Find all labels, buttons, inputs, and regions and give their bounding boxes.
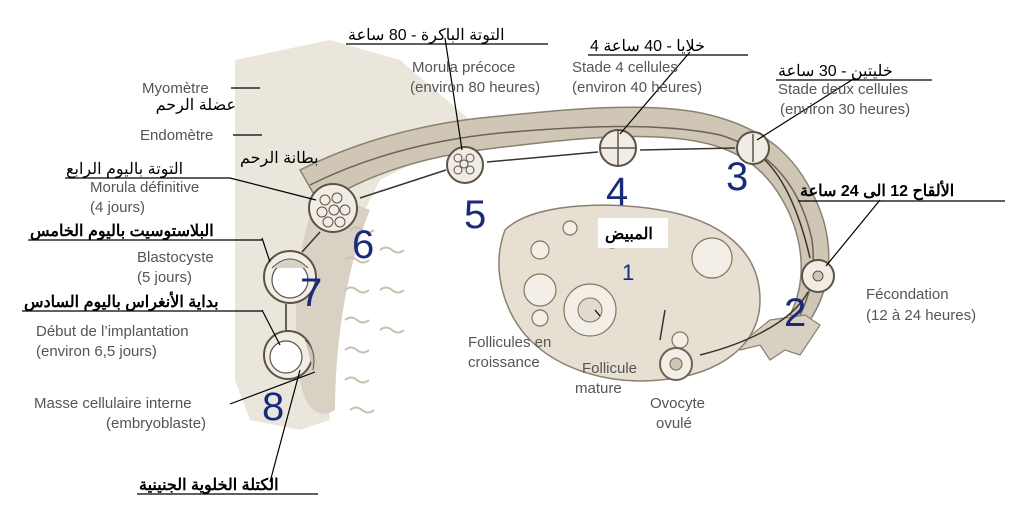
label-myometre-ar: عضلة الرحم: [156, 97, 236, 114]
label-stade2-2: (environ 30 heures): [780, 101, 910, 118]
stage-number-1: 1: [622, 260, 634, 285]
ovulated-oocyte-nucleus: [669, 357, 683, 371]
label-morula-def-ar: التوتة باليوم الرابع: [66, 161, 183, 178]
implanting-blastocyst: [263, 330, 315, 380]
label-blasto-2: (5 jours): [137, 269, 192, 286]
stage-number-5: 5: [464, 193, 486, 237]
two-cell-stage: [736, 131, 770, 165]
label-stade4-2: (environ 40 heures): [572, 79, 702, 96]
label-follicule-mature-1: Follicule: [582, 360, 637, 377]
label-leader-lines: [229, 37, 881, 483]
label-masse-ar: الكتلة الخلوية الجنينية: [139, 477, 279, 495]
blastocyst: [263, 250, 317, 304]
label-morula-def-2: (4 jours): [90, 199, 145, 216]
ovary-label-box: [598, 218, 668, 248]
label-blasto-ar: البلاستوسيت باليوم الخامس: [30, 223, 214, 241]
label-ovocyte-1: Ovocyte: [650, 395, 705, 412]
stage-number-2: 2: [784, 291, 806, 335]
label-implant-1: Début de l’implantation: [36, 323, 189, 340]
label-endometre-ar: بطانة الرحم: [240, 150, 319, 167]
stage-number-7: 7: [300, 271, 322, 315]
label-morula-precoce-2: (environ 80 heures): [410, 79, 540, 96]
fallopian-tube-lumen: [309, 125, 815, 316]
label-endometre: Endomètre: [140, 127, 213, 144]
label-follicules-1: Follicules en: [468, 334, 551, 351]
early-morula: [446, 146, 484, 184]
label-morula-precoce-ar: التوتة الباكرة - 80 ساعة: [348, 27, 505, 44]
label-ovocyte-2: ovulé: [656, 415, 692, 432]
definitive-morula: [308, 183, 358, 233]
label-myometre: Myomètre: [142, 80, 209, 97]
label-masse-2: (embryoblaste): [106, 415, 206, 432]
label-fecondation-ar: الألقاح 12 الى 24 ساعة: [800, 180, 954, 201]
stage-number-4: 4: [606, 170, 628, 214]
label-stade2-ar: خليتين - 30 ساعة: [778, 63, 893, 80]
label-stade4-ar: 4 خلايا - 40 ساعة: [590, 38, 705, 55]
label-stade2-1: Stade deux cellules: [778, 81, 908, 98]
label-follicule-mature-2: mature: [575, 380, 622, 397]
label-morula-def-1: Morula définitive: [90, 179, 199, 196]
four-cell-stage: [599, 129, 637, 167]
label-morula-precoce-1: Morula précoce: [412, 59, 515, 76]
label-masse-1: Masse cellulaire interne: [34, 395, 192, 412]
endometrium-glands: [344, 226, 405, 414]
label-follicules-2: croissance: [468, 354, 540, 371]
label-blasto-1: Blastocyste: [137, 249, 214, 266]
uterine-cavity: [296, 190, 370, 414]
stage-arrows: [285, 147, 811, 356]
mature-follicle-core: [577, 297, 603, 323]
label-ovaire-ar: المبيض: [605, 226, 653, 244]
label-implant-2: (environ 6,5 jours): [36, 343, 157, 360]
stage-number-6: 6: [352, 223, 374, 267]
label-fecondation-1: Fécondation: [866, 286, 949, 303]
label-fecondation-2: (12 à 24 heures): [866, 307, 976, 324]
arabic-underlines: [22, 43, 1005, 495]
stage-number-8: 8: [262, 385, 284, 429]
stage-number-3: 3: [726, 155, 748, 199]
label-implant-ar: بداية الأنغراس باليوم السادس: [24, 291, 219, 312]
label-stade4-1: Stade 4 cellules: [572, 59, 678, 76]
fertilized-egg: [801, 259, 835, 293]
